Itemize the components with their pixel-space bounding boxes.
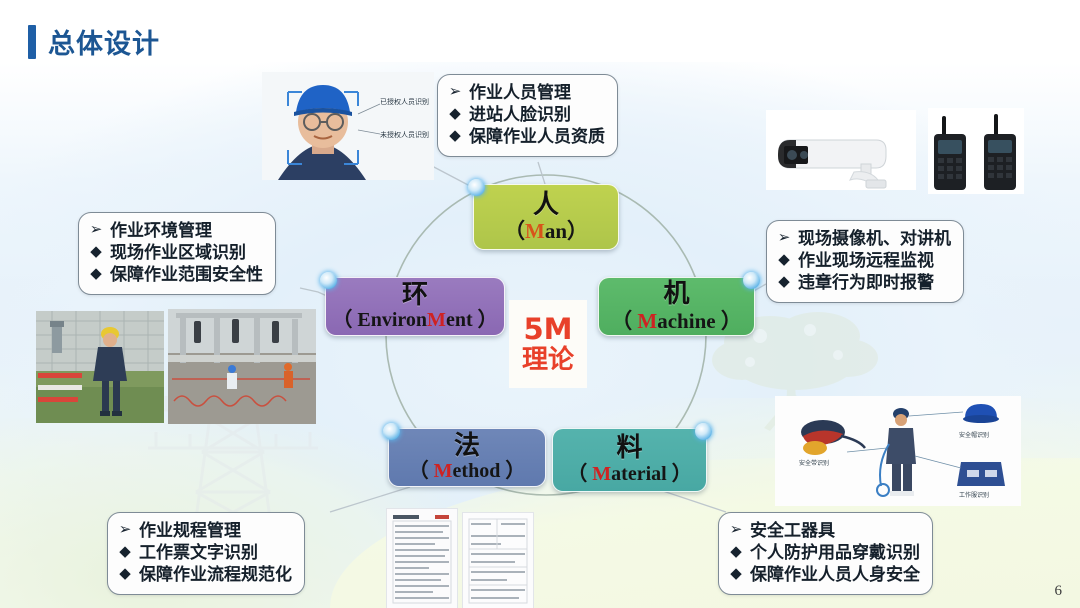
node-machine-cn: 机 — [663, 279, 690, 310]
image-walkie-talkies — [928, 108, 1024, 194]
callout-man: ➢作业人员管理 ◆进站人脸识别 ◆保障作业人员资质 — [437, 74, 618, 158]
list-item: ◆作业现场远程监视 — [778, 250, 934, 272]
node-badge-icon — [320, 272, 337, 289]
node-machine[interactable]: 机 （ Machine ） — [598, 272, 760, 336]
image-substation-yard — [168, 309, 316, 424]
list-item: ◆保障作业流程规范化 — [119, 564, 292, 586]
bullet-arrow-icon: ➢ — [118, 520, 132, 538]
callout-machine: ➢现场摄像机、对讲机 ◆作业现场远程监视 ◆违章行为即时报警 — [766, 220, 964, 304]
list-item: ◆违章行为即时报警 — [778, 272, 934, 294]
bullet-diamond-icon: ◆ — [449, 104, 461, 123]
node-environment[interactable]: 环 （ EnvironMent ） — [320, 272, 505, 336]
bullet-diamond-icon: ◆ — [730, 542, 742, 561]
image-cctv-camera — [766, 110, 916, 190]
node-machine-en: （ Machine ） — [611, 308, 742, 333]
bullet-arrow-icon: ➢ — [729, 520, 743, 538]
page-title: 总体设计 — [28, 22, 160, 61]
bullet-arrow-icon: ➢ — [777, 228, 791, 246]
image-work-ticket-2 — [462, 512, 534, 608]
list-item: ◆工作票文字识别 — [119, 542, 258, 564]
center-label-line1: 5M — [523, 312, 573, 347]
node-man[interactable]: 人 （Man） — [468, 179, 619, 250]
node-badge-icon — [383, 423, 400, 440]
list-item: ➢作业规程管理 — [118, 520, 241, 541]
callout-environment: ➢作业环境管理 ◆现场作业区域识别 ◆保障作业范围安全性 — [78, 212, 276, 296]
bullet-diamond-icon: ◆ — [119, 542, 131, 561]
list-item: ◆保障作业人员人身安全 — [730, 564, 920, 586]
ppe-label-helmet: 安全帽识别 — [959, 433, 990, 439]
page-number: 6 — [1054, 583, 1063, 599]
node-badge-icon — [468, 179, 485, 196]
image-face-recognition: 已授权人员识别 未授权人员识别 — [262, 72, 434, 180]
bullet-diamond-icon: ◆ — [778, 250, 790, 269]
node-material[interactable]: 料 （ Material ） — [552, 423, 712, 492]
bullet-diamond-icon: ◆ — [90, 264, 102, 283]
node-environment-cn: 环 — [401, 279, 428, 310]
ppe-label-clothes: 工作服识别 — [959, 493, 990, 499]
bullet-diamond-icon: ◆ — [778, 272, 790, 291]
node-badge-icon — [743, 272, 760, 289]
node-badge-icon — [695, 423, 712, 440]
list-item: ➢作业人员管理 — [448, 82, 571, 103]
image-ppe-diagram: 安全带识别 安全帽识别 工作服识别 — [775, 396, 1021, 506]
list-item: ➢作业环境管理 — [89, 220, 212, 241]
ppe-label-belt: 安全带识别 — [799, 461, 830, 467]
list-item: ◆现场作业区域识别 — [90, 242, 246, 264]
bullet-diamond-icon: ◆ — [90, 242, 102, 261]
node-environment-en: （ EnvironMent ） — [332, 309, 498, 332]
bullet-arrow-icon: ➢ — [448, 82, 462, 100]
list-item: ◆保障作业范围安全性 — [90, 264, 263, 286]
node-method-cn: 法 — [453, 430, 480, 461]
bullet-diamond-icon: ◆ — [119, 564, 131, 583]
list-item: ◆进站人脸识别 — [449, 104, 571, 126]
title-text: 总体设计 — [48, 29, 160, 60]
face-label-authorized: 已授权人员识别 — [380, 98, 429, 106]
bullet-diamond-icon: ◆ — [449, 126, 461, 145]
node-method-en: （ Method ） — [408, 460, 526, 483]
list-item: ◆保障作业人员资质 — [449, 126, 605, 148]
bullet-diamond-icon: ◆ — [730, 564, 742, 583]
node-man-en: （Man） — [503, 219, 588, 244]
center-label-line2: 理论 — [521, 344, 574, 375]
list-item: ◆个人防护用品穿戴识别 — [730, 542, 920, 564]
node-man-cn: 人 — [532, 189, 559, 220]
bullet-arrow-icon: ➢ — [89, 220, 103, 238]
callout-method: ➢作业规程管理 ◆工作票文字识别 ◆保障作业流程规范化 — [107, 512, 305, 596]
image-substation-worker — [36, 311, 164, 423]
node-material-cn: 料 — [616, 433, 643, 464]
face-label-unauthorized: 未授权人员识别 — [380, 131, 429, 139]
callout-material: ➢安全工器具 ◆个人防护用品穿戴识别 ◆保障作业人员人身安全 — [718, 512, 933, 596]
list-item: ➢安全工器具 — [729, 520, 835, 541]
title-accent-bar — [28, 24, 36, 59]
node-method[interactable]: 法 （ Method ） — [383, 423, 546, 487]
node-material-en: （ Material ） — [567, 462, 692, 485]
center-label-5m-theory: 5M 理论 — [509, 300, 587, 388]
image-work-ticket-1 — [386, 508, 458, 608]
list-item: ➢现场摄像机、对讲机 — [777, 228, 951, 249]
